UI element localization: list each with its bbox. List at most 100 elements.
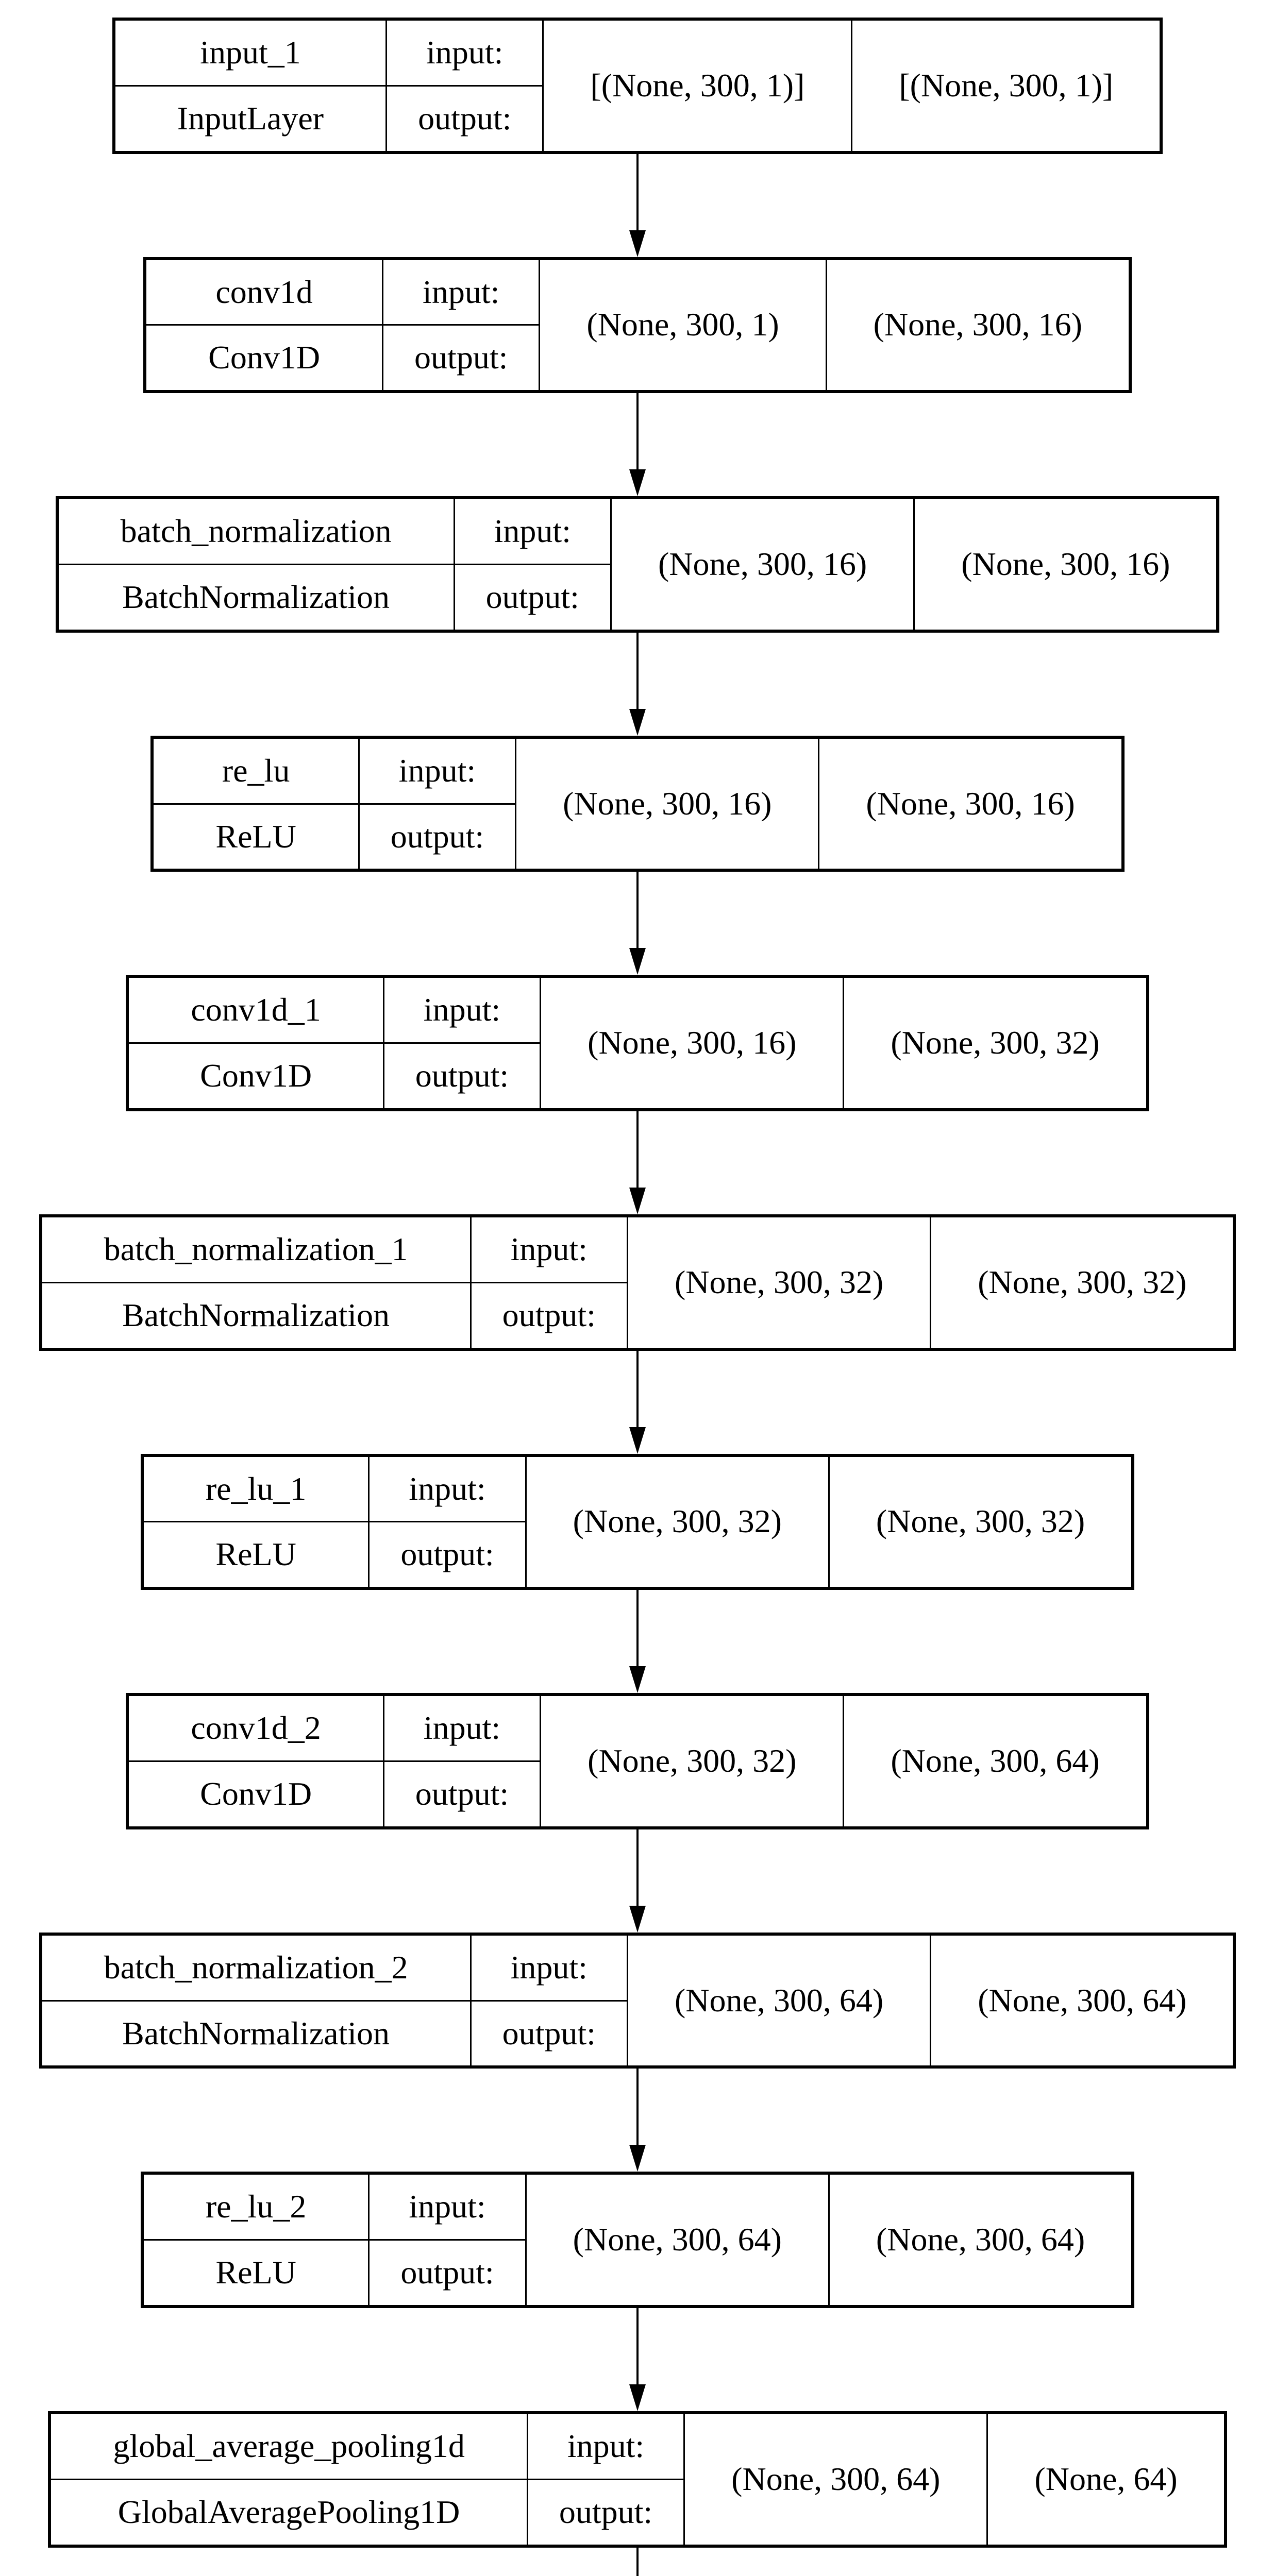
- output-shape: (None, 64): [986, 2412, 1227, 2547]
- layer-node-re_lu: re_lu input: (None, 300, 16) (None, 300,…: [150, 735, 1125, 872]
- output-shape: (None, 300, 32): [930, 1215, 1235, 1350]
- output-label: output:: [382, 1760, 542, 1829]
- layer-name: batch_normalization_1: [40, 1215, 472, 1283]
- edge-arrow: [629, 872, 646, 975]
- arrow-head-icon: [629, 1427, 646, 1454]
- input-label: input:: [526, 2412, 685, 2480]
- arrow-head-icon: [629, 230, 646, 257]
- input-shape: (None, 300, 64): [683, 2412, 988, 2547]
- layer-type: BatchNormalization: [40, 1999, 472, 2068]
- arrow-head-icon: [629, 2384, 646, 2411]
- layer-node-global_average_pooling1d: global_average_pooling1d input: (None, 3…: [48, 2411, 1227, 2548]
- edge-arrow: [629, 2547, 646, 2576]
- layer-type: Conv1D: [126, 1760, 384, 1829]
- input-shape: (None, 300, 16): [515, 736, 820, 871]
- layer-name: re_lu: [151, 736, 360, 805]
- input-label: input:: [385, 18, 544, 87]
- arrow-line: [636, 1111, 639, 1188]
- output-label: output:: [469, 1281, 628, 1350]
- edge-arrow: [629, 1350, 646, 1454]
- input-shape: (None, 300, 32): [626, 1215, 932, 1350]
- layer-name: conv1d_2: [126, 1693, 384, 1762]
- arrow-line: [636, 2308, 639, 2384]
- input-label: input:: [368, 1454, 527, 1523]
- arrow-line: [636, 872, 639, 948]
- edge-arrow: [629, 2069, 646, 2172]
- arrow-line: [636, 2547, 639, 2576]
- layer-node-batch_normalization_2: batch_normalization_2 input: (None, 300,…: [39, 1932, 1236, 2069]
- layer-node-conv1d_1: conv1d_1 input: (None, 300, 16) (None, 3…: [126, 975, 1149, 1111]
- layer-name: global_average_pooling1d: [48, 2412, 528, 2480]
- output-label: output:: [382, 1042, 542, 1111]
- input-label: input:: [368, 2172, 527, 2241]
- output-shape: (None, 300, 16): [913, 497, 1219, 632]
- edge-arrow: [629, 1111, 646, 1214]
- layer-node-batch_normalization_1: batch_normalization_1 input: (None, 300,…: [39, 1214, 1236, 1351]
- input-label: input:: [469, 1215, 628, 1283]
- layer-name: input_1: [113, 18, 388, 87]
- output-label: output:: [469, 1999, 628, 2068]
- layer-type: Conv1D: [144, 324, 384, 393]
- layer-node-batch_normalization: batch_normalization input: (None, 300, 1…: [55, 496, 1220, 633]
- output-shape: [(None, 300, 1)]: [851, 18, 1162, 154]
- arrow-line: [636, 1590, 639, 1667]
- arrow-line: [636, 154, 639, 230]
- edge-arrow: [629, 1590, 646, 1693]
- layer-type: GlobalAveragePooling1D: [48, 2478, 528, 2547]
- output-shape: (None, 300, 32): [843, 975, 1149, 1111]
- output-label: output:: [358, 803, 517, 871]
- layer-node-re_lu_2: re_lu_2 input: (None, 300, 64) (None, 30…: [140, 2172, 1135, 2308]
- output-label: output:: [368, 2239, 527, 2308]
- layer-name: conv1d: [144, 258, 384, 326]
- output-label: output:: [453, 563, 612, 632]
- layer-type: BatchNormalization: [56, 563, 455, 632]
- arrow-line: [636, 2069, 639, 2145]
- input-shape: (None, 300, 16): [540, 975, 845, 1111]
- layer-name: conv1d_1: [126, 975, 384, 1044]
- output-label: output:: [385, 84, 544, 154]
- layer-node-re_lu_1: re_lu_1 input: (None, 300, 32) (None, 30…: [140, 1453, 1135, 1590]
- layer-name: batch_normalization: [56, 497, 455, 565]
- input-label: input:: [382, 258, 541, 326]
- output-shape: (None, 300, 16): [818, 736, 1124, 871]
- arrow-head-icon: [629, 469, 646, 497]
- arrow-head-icon: [629, 948, 646, 975]
- layer-name: re_lu_1: [141, 1454, 370, 1523]
- layer-node-conv1d: conv1d input: (None, 300, 1) (None, 300,…: [143, 257, 1132, 394]
- layer-type: ReLU: [141, 1521, 370, 1589]
- layer-type: BatchNormalization: [40, 1281, 472, 1350]
- arrow-line: [636, 632, 639, 709]
- input-shape: (None, 300, 1): [539, 258, 827, 393]
- arrow-line: [636, 1350, 639, 1427]
- layer-type: ReLU: [151, 803, 360, 871]
- input-label: input:: [382, 1693, 542, 1762]
- edge-arrow: [629, 1829, 646, 1933]
- output-shape: (None, 300, 16): [825, 258, 1131, 393]
- layer-name: batch_normalization_2: [40, 1933, 472, 2002]
- input-label: input:: [358, 736, 517, 805]
- output-label: output:: [368, 1521, 527, 1589]
- layer-node-input_1: input_1 input: [(None, 300, 1)] [(None, …: [112, 18, 1163, 154]
- edge-arrow: [629, 2308, 646, 2411]
- arrow-line: [636, 1829, 639, 1906]
- input-label: input:: [453, 497, 612, 565]
- output-shape: (None, 300, 32): [828, 1454, 1134, 1589]
- edge-arrow: [629, 632, 646, 736]
- layer-name: re_lu_2: [141, 2172, 370, 2241]
- arrow-head-icon: [629, 1666, 646, 1693]
- input-label: input:: [382, 975, 542, 1044]
- output-label: output:: [526, 2478, 685, 2547]
- arrow-head-icon: [629, 1905, 646, 1933]
- output-shape: (None, 300, 64): [828, 2172, 1134, 2308]
- input-shape: (None, 300, 32): [540, 1693, 845, 1829]
- layer-node-conv1d_2: conv1d_2 input: (None, 300, 32) (None, 3…: [126, 1693, 1149, 1829]
- output-label: output:: [382, 324, 541, 393]
- layer-type: ReLU: [141, 2239, 370, 2308]
- output-shape: (None, 300, 64): [930, 1933, 1235, 2068]
- input-shape: [(None, 300, 1)]: [542, 18, 853, 154]
- edge-arrow: [629, 393, 646, 497]
- input-shape: (None, 300, 16): [610, 497, 915, 632]
- arrow-line: [636, 393, 639, 470]
